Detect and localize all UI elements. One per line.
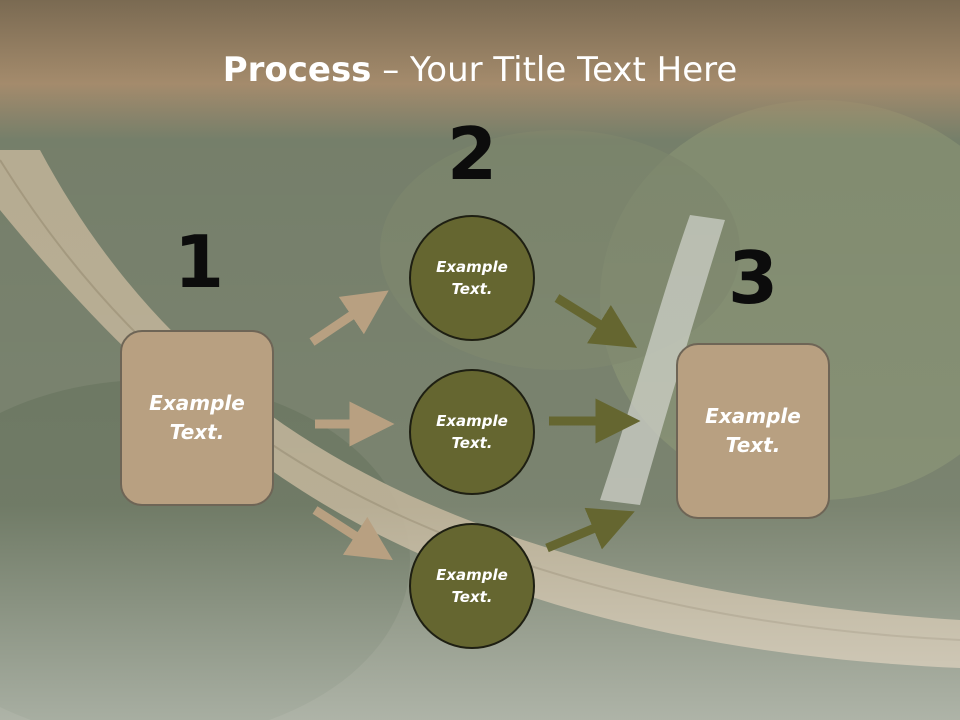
arrow-from-bottom-circle	[545, 507, 635, 553]
step-number-3: 3	[727, 236, 779, 320]
step-2-circle-top: Example Text.	[409, 215, 535, 341]
arrow-from-top-circle	[554, 294, 638, 348]
step-2-circle-middle: Example Text.	[409, 369, 535, 495]
step-2-circle-bottom: Example Text.	[409, 523, 535, 649]
title-band	[0, 0, 960, 140]
arrow-to-bottom-circle	[312, 506, 393, 561]
step-1-box: Example Text.	[120, 330, 274, 506]
slide-title: Process – Your Title Text Here	[0, 50, 960, 90]
step-number-2: 2	[446, 112, 498, 196]
step-number-1: 1	[173, 220, 225, 304]
title-rest: – Your Title Text Here	[371, 50, 738, 90]
title-bold: Process	[222, 50, 372, 90]
arrow-to-top-circle	[309, 290, 389, 346]
step-3-box: Example Text.	[676, 343, 830, 519]
